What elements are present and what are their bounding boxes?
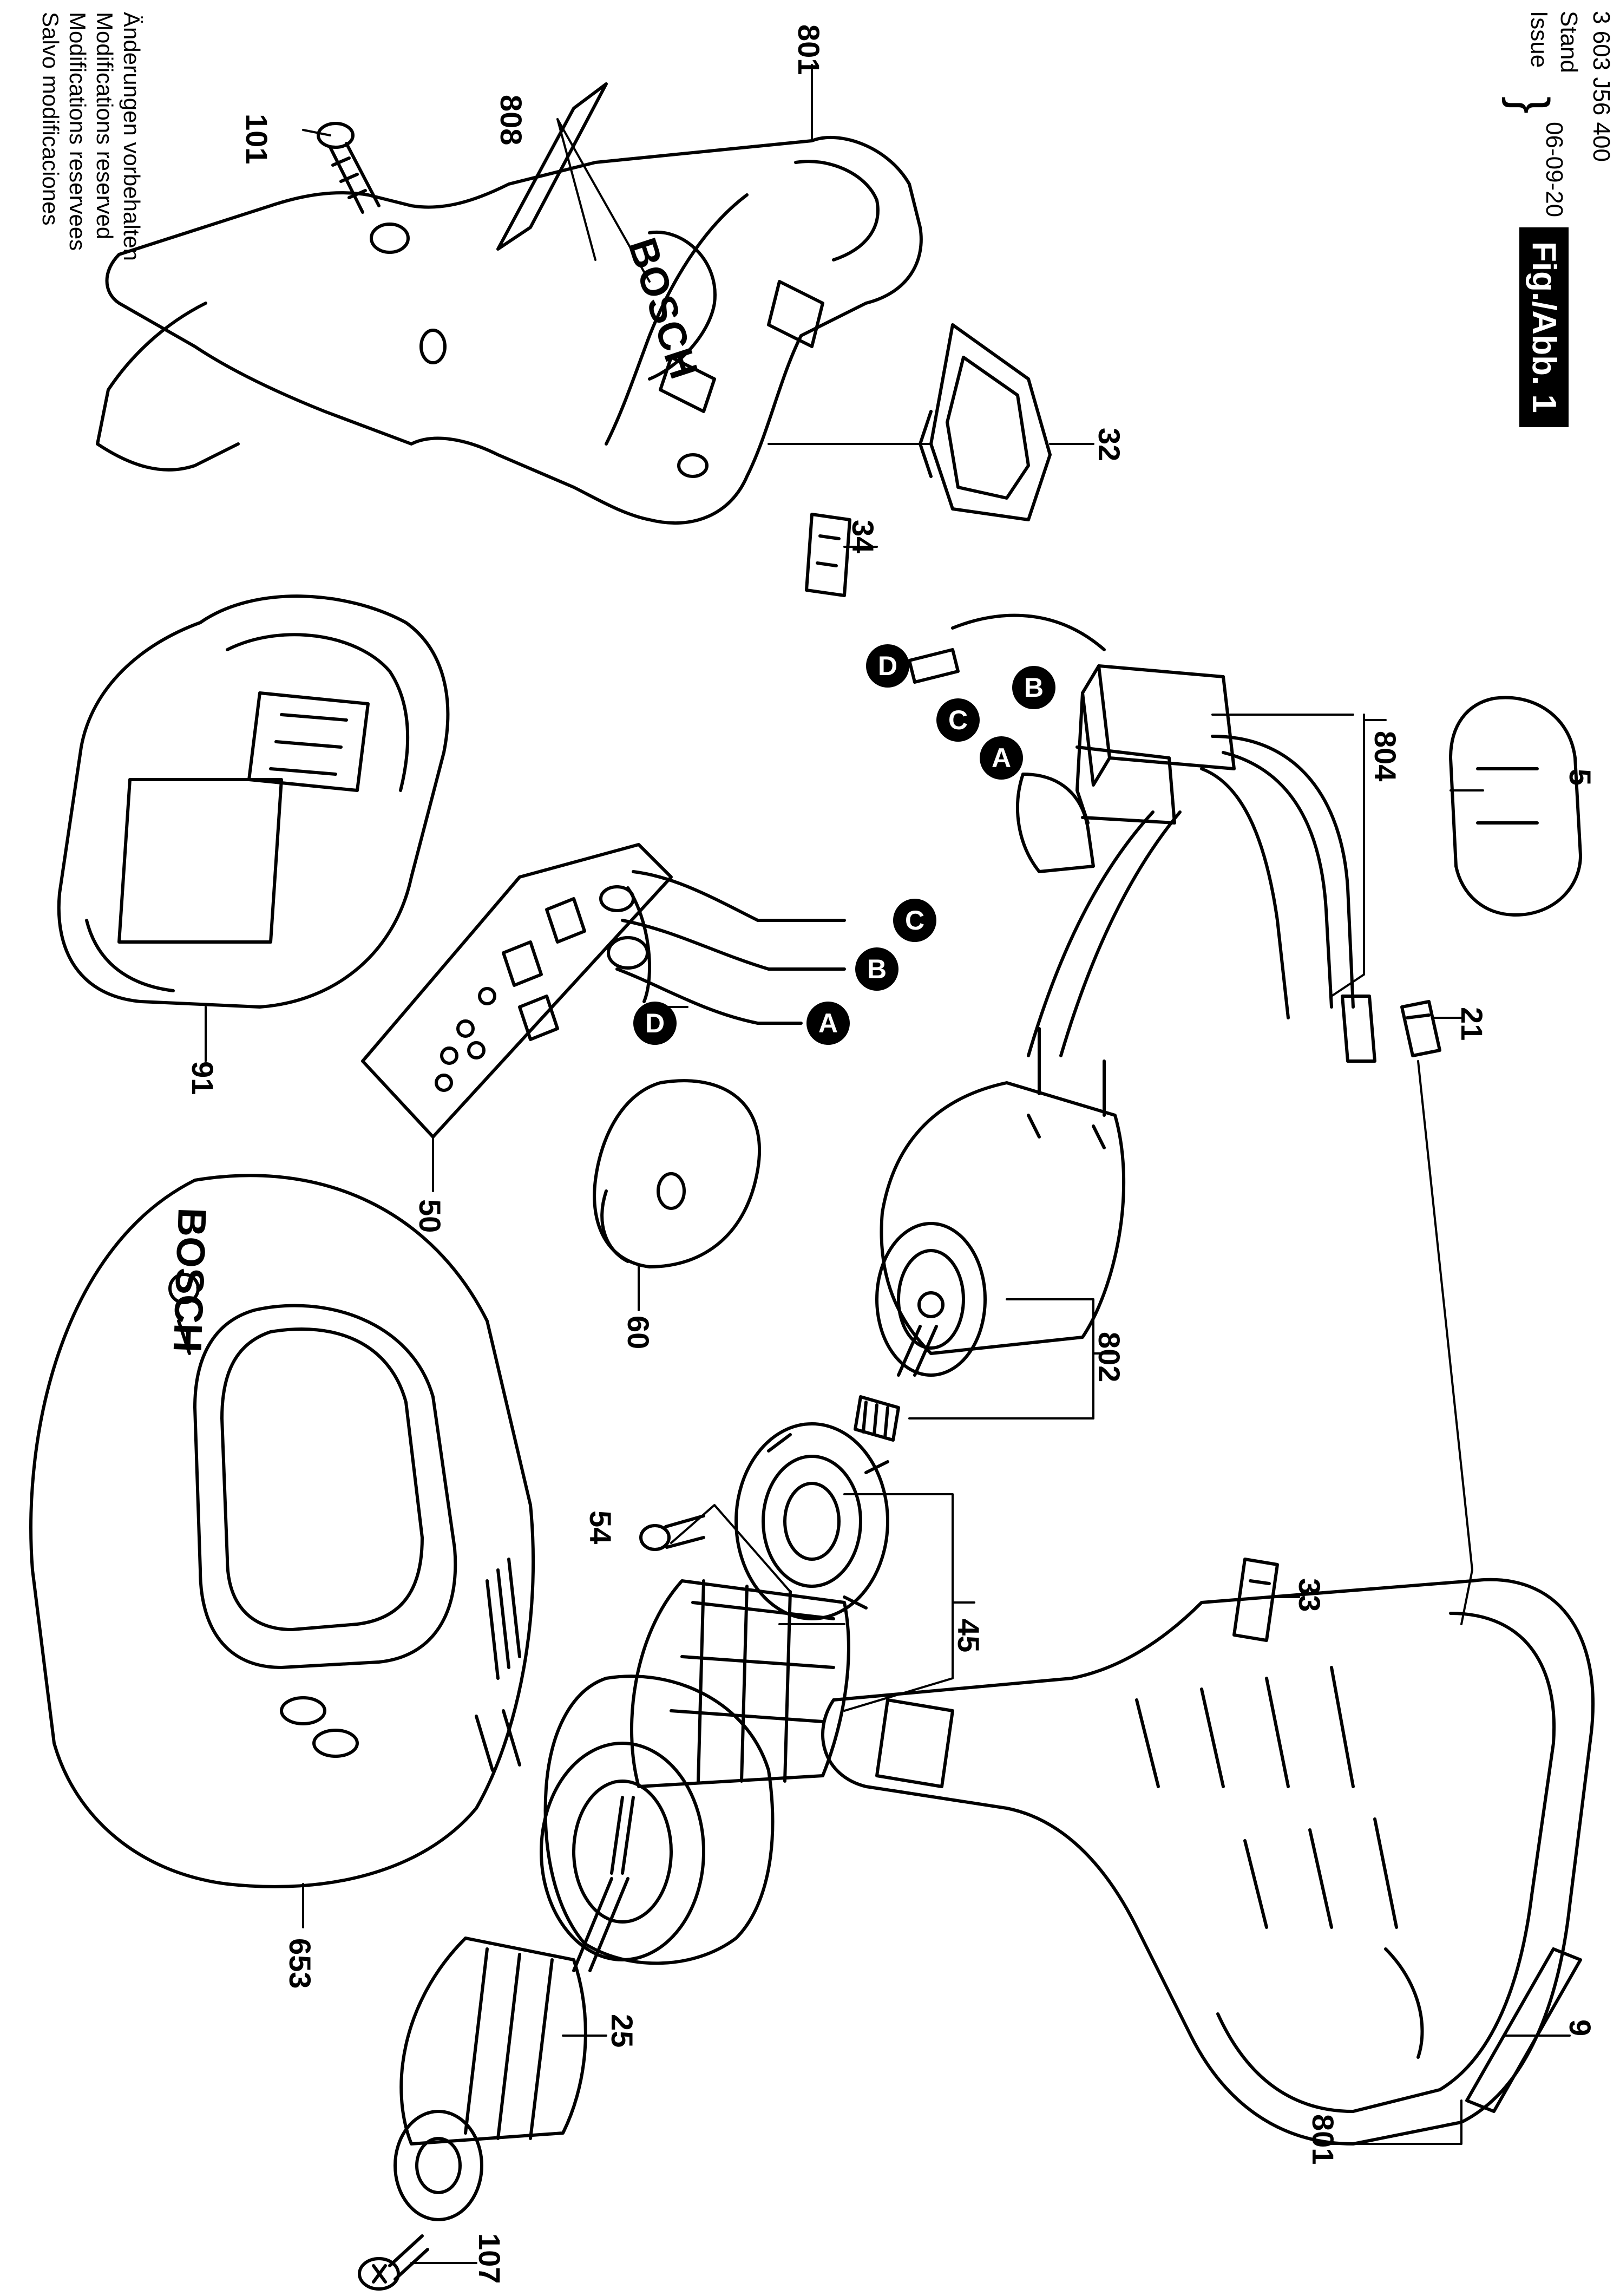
housing-half-upper [96,135,923,525]
battery-pack-91 [57,594,450,1009]
part-label-25: 25 [605,2014,639,2048]
circuit-board-50 [361,843,846,1139]
connector-c-top: C [936,698,980,742]
svg-text:D: D [645,1008,665,1038]
svg-text:B: B [1024,672,1044,703]
part-label-91: 91 [186,1061,220,1095]
charger-653 [29,1174,535,1888]
cap-60 [593,1079,762,1268]
housing-logo [648,230,717,381]
screw-107 [358,2234,429,2291]
svg-text:A: A [818,1008,838,1038]
part-label-107: 107 [473,2233,507,2284]
part-label-801-top: 801 [792,24,826,75]
switch-block-804 [908,613,1376,1063]
connector-d-top: D [866,644,909,688]
part-label-45: 45 [952,1619,986,1652]
part-label-54: 54 [583,1510,618,1544]
gear-plate-45 [734,1422,889,1620]
part-label-802: 802 [1092,1332,1126,1382]
part-labels: 101 808 801 32 34 804 5 21 91 50 60 802 … [186,24,1597,2284]
clip-21 [1400,1000,1441,1057]
svg-text:C: C [948,705,968,735]
part-label-50: 50 [413,1199,447,1233]
switch-slider-34 [805,513,851,597]
connector-b-board: B [855,947,898,991]
part-label-33: 33 [1293,1578,1327,1612]
part-label-101: 101 [240,114,274,164]
svg-text:A: A [992,743,1011,773]
brand-logo-housing: BOSCH [620,232,707,384]
svg-text:D: D [878,651,897,681]
part-label-801-bottom: 801 [1306,2114,1340,2164]
clutch-collar [540,1674,775,1972]
housing-half-lower [821,1578,1595,2145]
part-label-653: 653 [283,1938,317,1988]
label-9 [1465,1947,1582,2113]
part-label-21: 21 [1455,1007,1489,1041]
part-label-34: 34 [846,520,880,553]
clip-33 [1232,1558,1279,1642]
svg-text:B: B [867,954,887,984]
gearbox-45 [629,1579,850,1788]
screw-54 [639,1514,705,1551]
pinion-802 [854,1395,900,1442]
switch-cover-32 [919,323,1052,521]
connector-a-top: A [980,736,1023,780]
battery-cover-5 [1449,696,1582,917]
part-label-9: 9 [1563,2019,1597,2036]
connector-a-board: A [806,1002,850,1045]
motor-802 [875,1027,1126,1377]
part-label-808: 808 [494,95,528,145]
connector-b-top: B [1012,666,1055,709]
brand-logo-charger: BOSCH [165,1207,215,1353]
svg-text:C: C [905,905,924,936]
connector-c-board: C [893,899,936,942]
part-label-804: 804 [1368,731,1402,781]
part-label-60: 60 [621,1316,655,1349]
part-label-5: 5 [1563,769,1597,786]
connector-d-board: D [633,1002,677,1045]
chuck-25 [393,1937,587,2221]
label-808 [496,82,608,251]
part-label-32: 32 [1092,428,1126,461]
connector-markers: D B C A C B A [633,644,1055,1045]
screw-101 [317,122,381,214]
leader-lines [205,64,1571,2264]
